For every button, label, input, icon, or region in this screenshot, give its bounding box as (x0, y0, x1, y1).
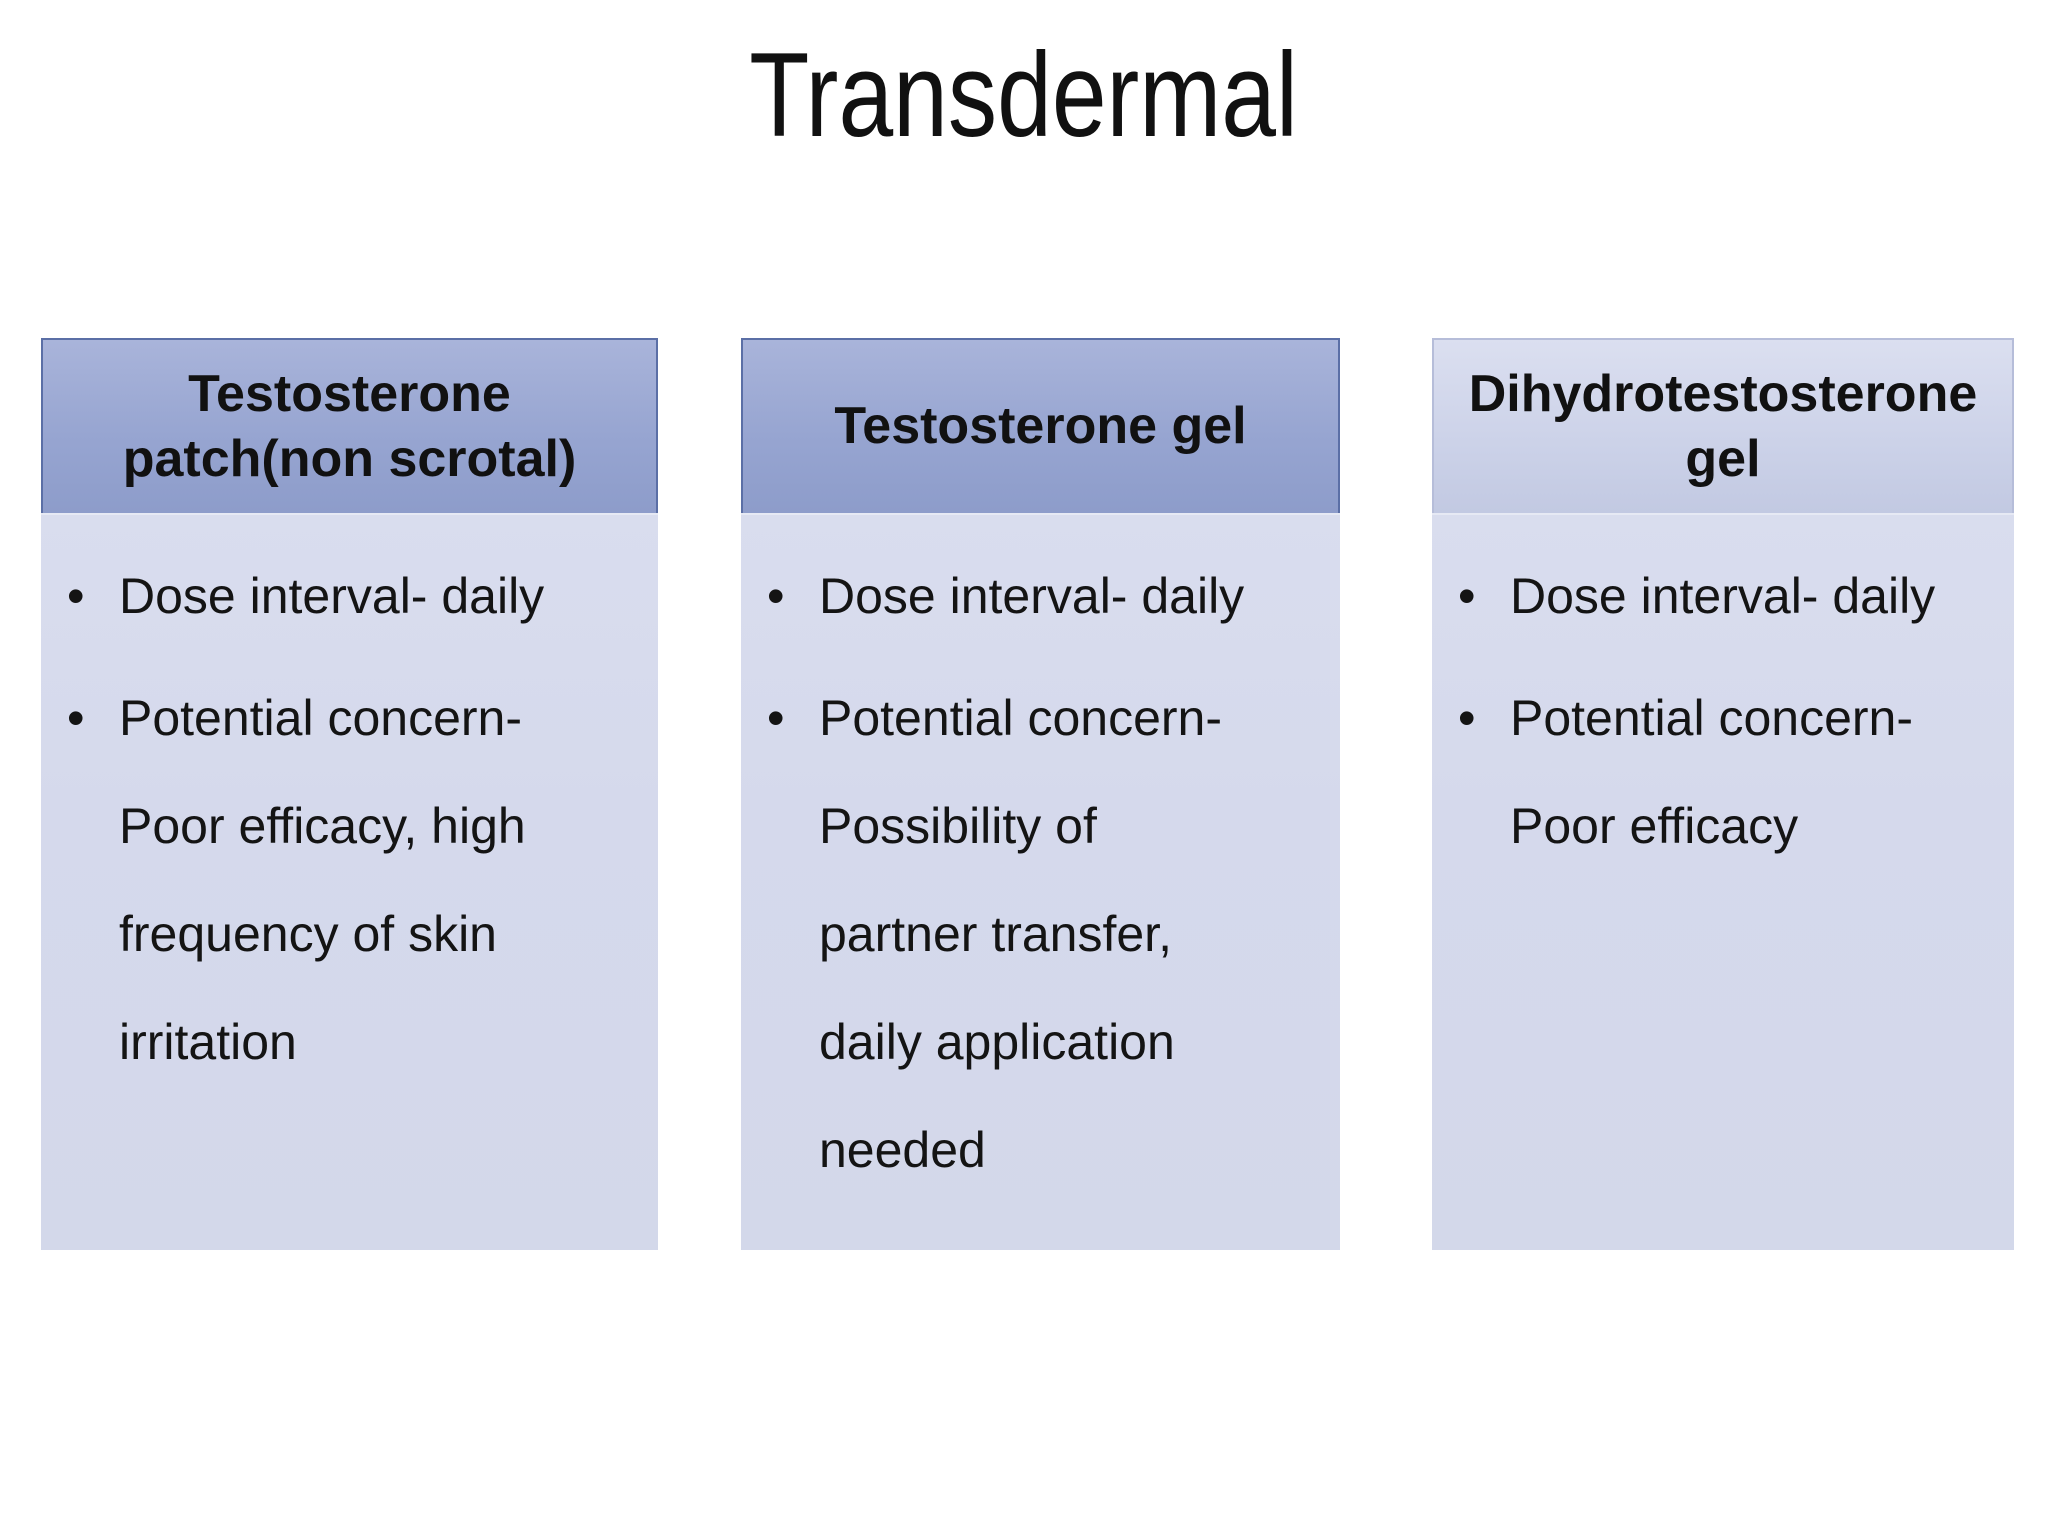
list-item-text: Dose interval- daily (119, 568, 545, 624)
bullet-list: Dose interval- daily Potential concern- … (41, 513, 658, 1096)
list-item-text: Dose interval- daily (819, 568, 1245, 624)
column-header-label: Testosterone patch(non scrotal) (122, 364, 577, 488)
list-item: Dose interval- daily (1458, 542, 1990, 650)
list-item-text: Potential concern- Poor efficacy, high f… (119, 690, 526, 1070)
list-item-text: Dose interval- daily (1510, 568, 1936, 624)
list-item-text: Potential concern- Possibility of partne… (819, 690, 1223, 1178)
list-item-text: Potential concern- Poor efficacy (1510, 690, 1914, 854)
column-card-testosterone-patch: Testosterone patch(non scrotal) Dose int… (41, 338, 658, 1250)
list-item: Potential concern- Poor efficacy (1458, 664, 1990, 880)
column-header-testosterone-gel: Testosterone gel (741, 338, 1340, 513)
column-body-testosterone-gel: Dose interval- daily Potential concern- … (741, 513, 1340, 1250)
column-card-dihydrotestosterone-gel: Dihydrotestosterone gel Dose interval- d… (1432, 338, 2014, 1250)
column-header-testosterone-patch: Testosterone patch(non scrotal) (41, 338, 658, 513)
page-title-text: Transdermal (749, 28, 1299, 162)
page-title: Transdermal (0, 26, 2048, 164)
list-item: Potential concern- Possibility of partne… (767, 664, 1316, 1204)
list-item: Dose interval- daily (767, 542, 1316, 650)
column-card-testosterone-gel: Testosterone gel Dose interval- daily Po… (741, 338, 1340, 1250)
column-header-label: Dihydrotestosterone gel (1468, 364, 1978, 488)
bullet-list: Dose interval- daily Potential concern- … (1432, 513, 2014, 880)
column-header-label: Testosterone gel (834, 397, 1247, 455)
list-item: Dose interval- daily (67, 542, 634, 650)
column-body-dihydrotestosterone-gel: Dose interval- daily Potential concern- … (1432, 513, 2014, 1250)
list-item: Potential concern- Poor efficacy, high f… (67, 664, 634, 1096)
bullet-list: Dose interval- daily Potential concern- … (741, 513, 1340, 1204)
column-header-dihydrotestosterone-gel: Dihydrotestosterone gel (1432, 338, 2014, 513)
column-body-testosterone-patch: Dose interval- daily Potential concern- … (41, 513, 658, 1250)
